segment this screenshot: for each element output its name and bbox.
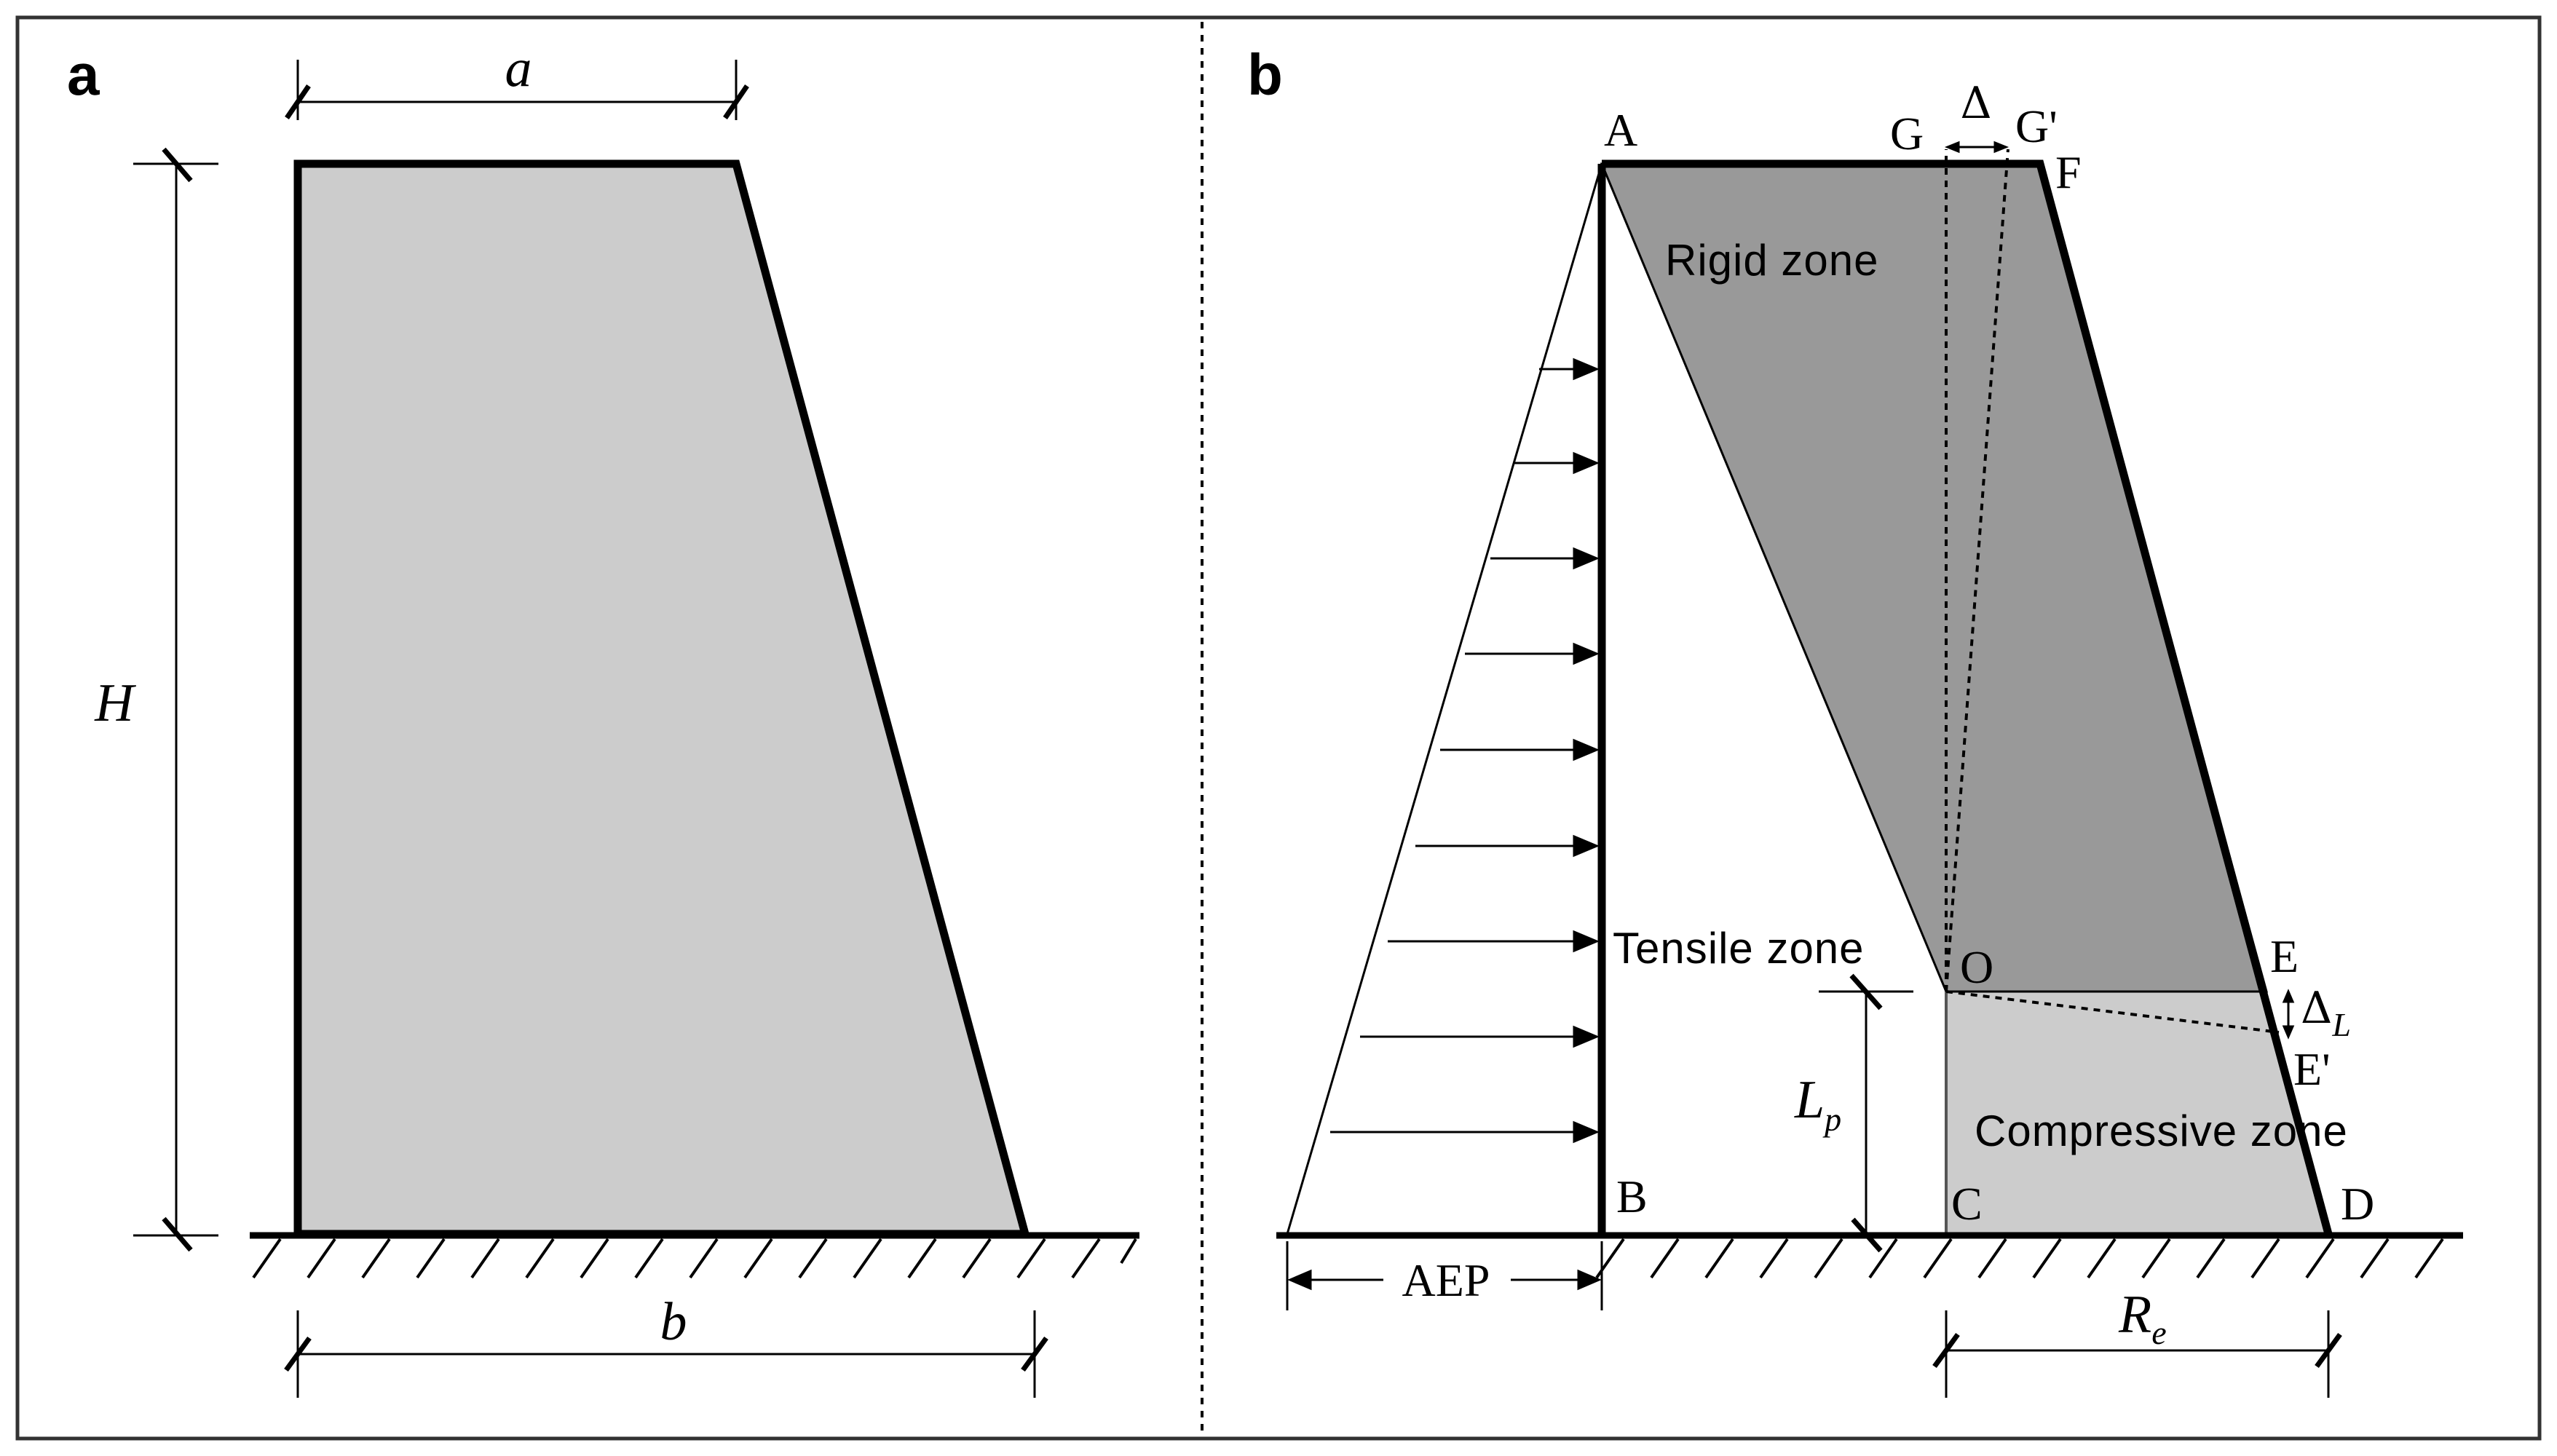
- aep-label: AEP: [1402, 1254, 1490, 1306]
- point-A: A: [1604, 104, 1637, 156]
- rigid-zone-label: Rigid zone: [1665, 236, 1879, 285]
- Re-label: Re: [2118, 1285, 2167, 1351]
- point-B: B: [1616, 1171, 1648, 1222]
- dimension-H: [133, 147, 218, 1252]
- compressive-zone: [1946, 992, 2328, 1234]
- point-D: D: [2341, 1178, 2374, 1230]
- Re-dimension: [1932, 1310, 2342, 1398]
- label-b: b: [660, 1292, 687, 1352]
- dam-section-a: [293, 159, 1031, 1238]
- delta-L-label: ΔL: [2301, 983, 2351, 1043]
- dam-outline-b: [1602, 159, 2333, 1235]
- compressive-zone-label: Compressive zone: [1975, 1107, 2348, 1155]
- ground-hatching-a: [252, 1238, 1137, 1279]
- ground-hatching-b: [1595, 1238, 2444, 1279]
- rotation-dashed-lines: [1945, 149, 2280, 1034]
- point-F: F: [2055, 146, 2082, 198]
- point-O: O: [1960, 941, 1993, 993]
- figure-frame: [15, 15, 2542, 1441]
- label-H: H: [94, 673, 136, 733]
- point-E: E: [2270, 930, 2299, 982]
- panel-b: b: [1247, 42, 2463, 1398]
- delta-L-dimension: [2282, 989, 2295, 1040]
- Lp-dimension: [1819, 973, 1913, 1253]
- aep-envelope: [1286, 163, 1603, 1235]
- point-E-prime: E': [2293, 1043, 2331, 1095]
- Lp-label: Lp: [1794, 1070, 1841, 1138]
- rigid-zone: [1600, 162, 2268, 993]
- label-a: a: [505, 39, 532, 98]
- delta-dimension: [1944, 141, 2009, 154]
- delta-label: Δ: [1960, 78, 1991, 129]
- point-G: G: [1890, 108, 1924, 159]
- point-G-prime: G': [2015, 100, 2058, 152]
- panel-b-letter: b: [1247, 42, 1283, 107]
- panel-a-letter: a: [67, 42, 100, 107]
- aep-pressure-arrows: [1330, 357, 1600, 1144]
- dimension-b: [284, 1310, 1048, 1398]
- point-C: C: [1951, 1178, 1983, 1230]
- tensile-zone-label: Tensile zone: [1613, 924, 1865, 973]
- dimension-a: [285, 60, 749, 120]
- aep-dimension: [1286, 1241, 1603, 1310]
- panel-a: a: [67, 39, 1139, 1398]
